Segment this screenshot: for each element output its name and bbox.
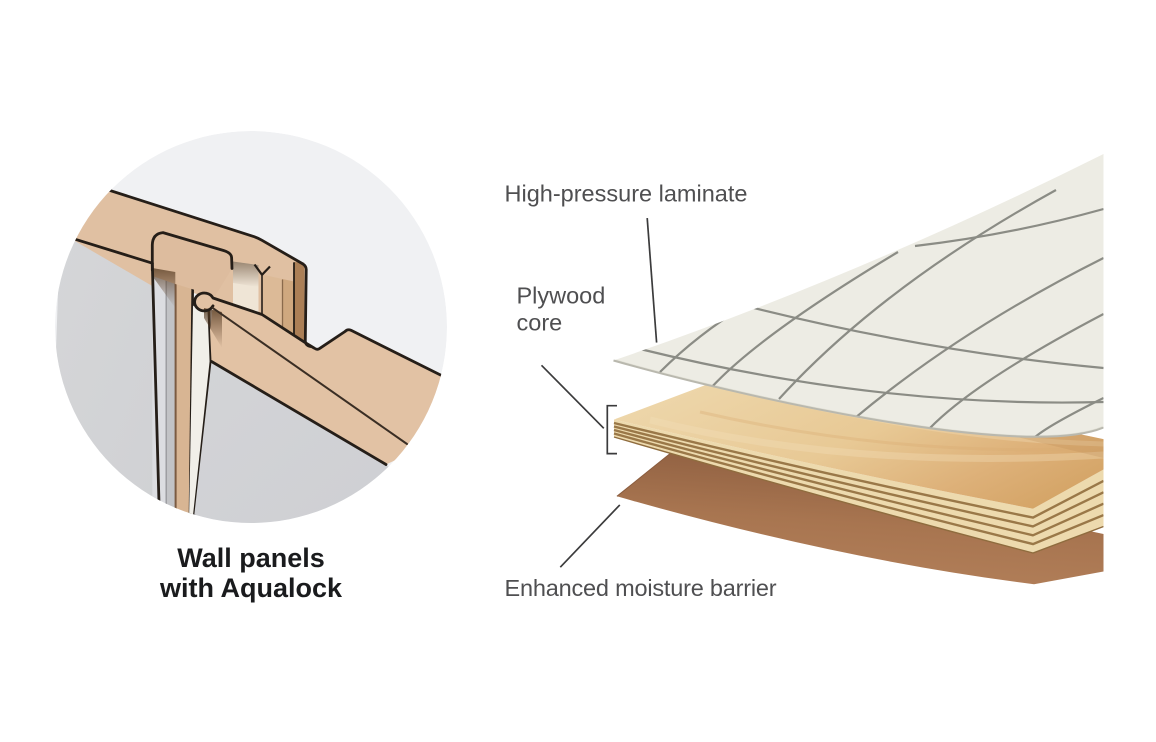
svg-text:core: core [517,310,563,336]
svg-text:High-pressure laminate: High-pressure laminate [505,181,748,207]
svg-text:Enhanced moisture barrier: Enhanced moisture barrier [505,575,777,601]
svg-text:Plywood: Plywood [517,283,606,309]
svg-text:with Aqualock: with Aqualock [159,573,343,603]
svg-text:Wall panels: Wall panels [177,543,325,573]
